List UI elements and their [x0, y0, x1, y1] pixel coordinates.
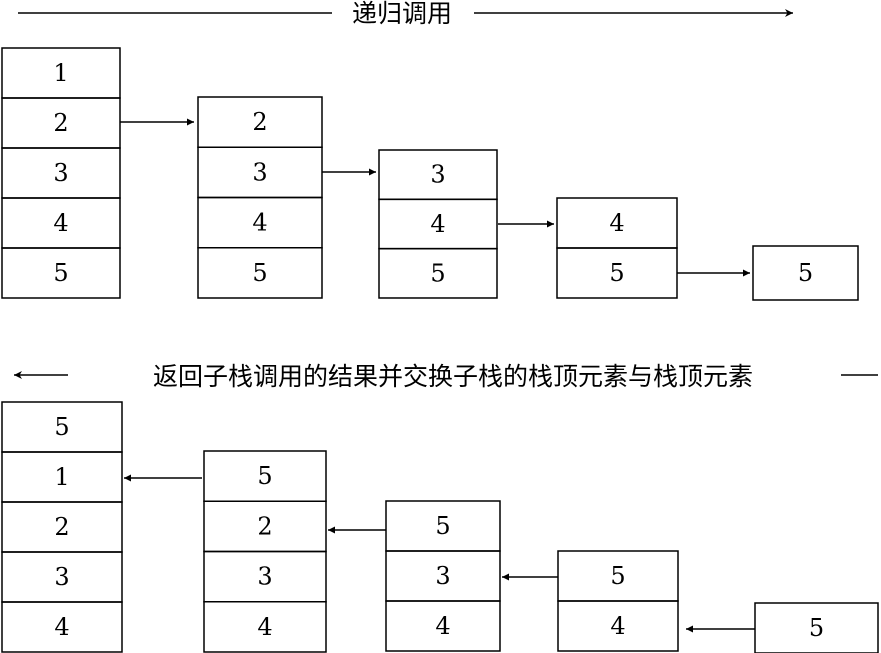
stack-cell-value: 4	[252, 209, 267, 237]
stack-cell-value: 4	[435, 612, 450, 640]
bottom-heading: 返回子栈调用的结果并交换子栈的栈顶元素与栈顶元素	[14, 362, 878, 391]
stack-cell-value: 5	[53, 259, 68, 287]
stack-cell-value: 3	[257, 563, 272, 591]
stack-cell-value: 4	[610, 612, 625, 640]
top-heading: 递归调用	[18, 0, 793, 28]
stack-cell-value: 3	[53, 159, 68, 187]
stack-cell-value: 5	[609, 259, 624, 287]
stack-cell-value: 5	[809, 614, 824, 642]
stack-cell-value: 3	[252, 158, 267, 186]
stack-cell	[197, 247, 323, 299]
bottom-stack-1: 5 1 2 3 4	[1, 401, 123, 653]
stack-cell-value: 2	[252, 108, 267, 136]
stack-cell	[203, 601, 327, 653]
stack-cell-value: 4	[257, 613, 272, 641]
stack-cell-value: 3	[430, 161, 445, 189]
stack-cell	[385, 600, 501, 652]
stack-cell	[378, 247, 498, 299]
stack-cell-value: 5	[798, 259, 813, 287]
stack-cell	[557, 600, 679, 652]
stack-cell-value: 3	[54, 563, 69, 591]
stack-cell-value: 5	[435, 512, 450, 540]
stack-cell	[1, 247, 121, 299]
stack-cell	[1, 601, 123, 653]
bottom-heading-label: 返回子栈调用的结果并交换子栈的栈顶元素与栈顶元素	[153, 362, 753, 391]
stack-cell-value: 5	[257, 462, 272, 490]
stack-cell-value: 5	[610, 562, 625, 590]
stack-cell-value: 3	[435, 562, 450, 590]
top-stack-4: 45	[556, 197, 678, 299]
top-stack-1: 1 2 3 4 5	[1, 47, 121, 299]
stack-cell-value: 2	[53, 109, 68, 137]
stack-cell-value: 5	[252, 259, 267, 287]
stack-cell-value: 4	[53, 209, 68, 237]
stack-cell-value: 2	[54, 513, 69, 541]
stack-cell-value: 4	[609, 209, 624, 237]
bottom-stack-5: 5	[754, 602, 879, 653]
stack-cell-value: 5	[54, 413, 69, 441]
stack-cell-value: 4	[54, 613, 69, 641]
top-connectors	[120, 118, 750, 277]
stack-cell	[752, 245, 859, 301]
bottom-stack-2: 5 2 3 4	[203, 450, 327, 653]
bottom-stack-4: 54	[557, 550, 679, 652]
stack-cell-value: 5	[430, 259, 445, 287]
top-stack-2: 2 3 4 5	[197, 96, 323, 299]
stack-cell	[754, 602, 879, 653]
bottom-connectors	[124, 474, 755, 633]
bottom-stack-3: 5 3 4	[385, 500, 501, 652]
stack-cell-value: 1	[53, 59, 68, 87]
stack-cell-value: 2	[257, 512, 272, 540]
stack-cell-value: 4	[430, 210, 445, 238]
stack-cell-value: 1	[54, 463, 69, 491]
top-heading-label: 递归调用	[352, 0, 452, 28]
top-stack-3: 3 4 5	[378, 149, 498, 299]
top-stack-5: 5	[752, 245, 859, 301]
